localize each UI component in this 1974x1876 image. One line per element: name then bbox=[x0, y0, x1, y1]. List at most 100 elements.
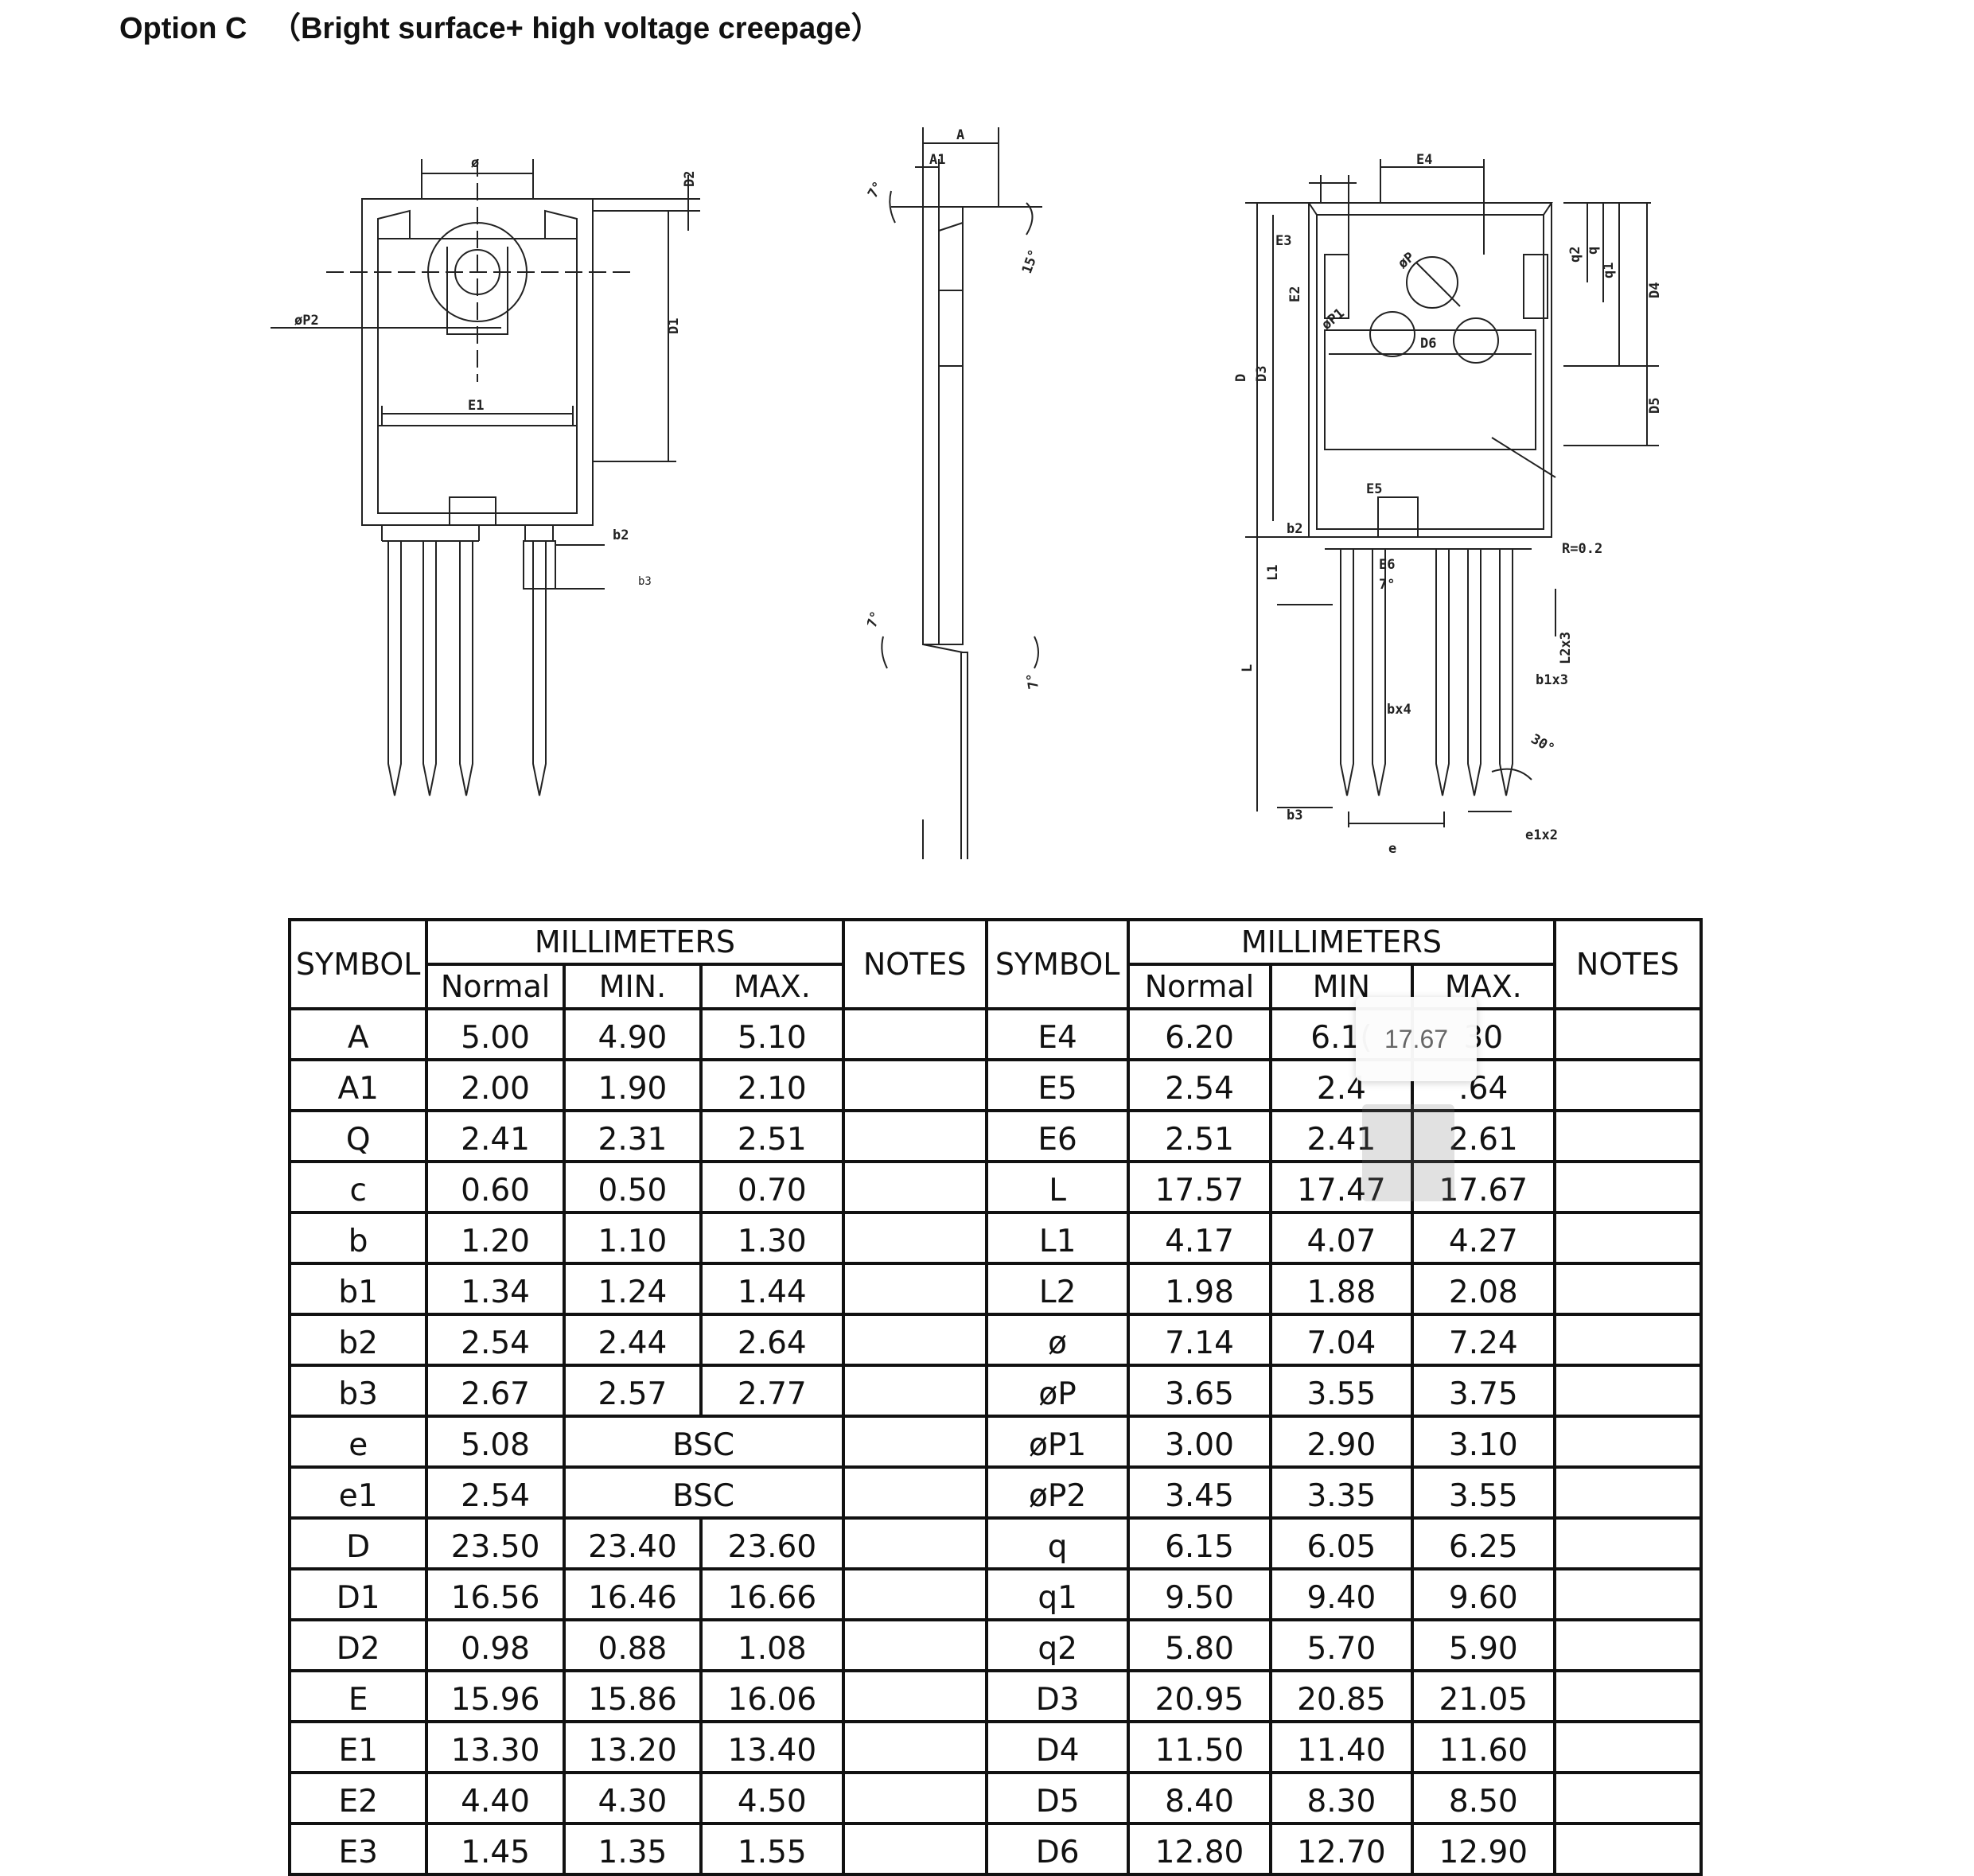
label-D2: D2 bbox=[682, 171, 698, 187]
cell-normal: 5.80 bbox=[1127, 1618, 1272, 1672]
cell-min: 9.40 bbox=[1268, 1567, 1415, 1621]
cell-max: 9.60 bbox=[1411, 1567, 1556, 1621]
cell-min: 1.35 bbox=[562, 1822, 703, 1876]
cell-notes bbox=[1552, 1007, 1703, 1061]
cell-normal: 11.50 bbox=[1127, 1720, 1272, 1774]
cell-normal: 3.45 bbox=[1127, 1465, 1272, 1520]
cell-symbol: b bbox=[287, 1211, 429, 1265]
front-view-drawing: ø øP2 E1 D1 D2 b2 b3 bbox=[271, 155, 700, 796]
cell-min: 4.07 bbox=[1268, 1211, 1415, 1265]
cell-symbol: D3 bbox=[984, 1669, 1131, 1723]
label-angle-30: 30° bbox=[1528, 731, 1558, 757]
cell-normal: 7.14 bbox=[1127, 1313, 1272, 1367]
cell-min: 20.85 bbox=[1268, 1669, 1415, 1723]
cell-normal: 2.41 bbox=[425, 1109, 566, 1163]
cell-notes bbox=[841, 1771, 988, 1825]
cell-min: 13.20 bbox=[562, 1720, 703, 1774]
label-E2: E2 bbox=[1287, 286, 1303, 302]
cell-max: 16.66 bbox=[699, 1567, 845, 1621]
cell-notes bbox=[1552, 1211, 1703, 1265]
cell-symbol: øP2 bbox=[984, 1465, 1131, 1520]
cell-symbol: E6 bbox=[984, 1109, 1131, 1163]
cell-max: 3.10 bbox=[1411, 1415, 1556, 1469]
cell-symbol: L bbox=[984, 1160, 1131, 1214]
cell-symbol: E2 bbox=[287, 1771, 429, 1825]
cell-min: 1.10 bbox=[562, 1211, 703, 1265]
cell-normal: 20.95 bbox=[1127, 1669, 1272, 1723]
cell-min: 2.44 bbox=[562, 1313, 703, 1367]
label-b3: b3 bbox=[1287, 808, 1302, 823]
label-A1: A1 bbox=[929, 152, 945, 168]
label-L1: L1 bbox=[1265, 565, 1281, 581]
cell-max: 1.08 bbox=[699, 1618, 845, 1672]
label-angle-mid: 7° bbox=[867, 609, 885, 630]
cell-notes bbox=[1552, 1516, 1703, 1570]
cell-notes bbox=[841, 1007, 988, 1061]
side-view-drawing: A A1 7° 15° 7° 7° Q C bbox=[867, 127, 1042, 859]
cell-symbol: ø bbox=[984, 1313, 1131, 1367]
cell-symbol: e1 bbox=[287, 1465, 429, 1520]
cell-normal: 2.00 bbox=[425, 1058, 566, 1112]
cell-normal: 1.20 bbox=[425, 1211, 566, 1265]
cell-max: 3.55 bbox=[1411, 1465, 1556, 1520]
cell-symbol: D2 bbox=[287, 1618, 429, 1672]
cell-min: 16.46 bbox=[562, 1567, 703, 1621]
cell-max: 1.44 bbox=[699, 1262, 845, 1316]
cell-min: 4.30 bbox=[562, 1771, 703, 1825]
label-D6: D6 bbox=[1420, 336, 1436, 352]
cell-notes bbox=[841, 1058, 988, 1112]
label-R: R=0.2 bbox=[1562, 541, 1602, 557]
label-E3: E3 bbox=[1275, 233, 1291, 249]
label-q1: q1 bbox=[1601, 263, 1617, 278]
cell-max: 8.50 bbox=[1411, 1771, 1556, 1825]
header-symbol-left: SYMBOL bbox=[287, 918, 429, 1010]
label-angle-7: 7° bbox=[1379, 577, 1395, 593]
cell-symbol: b3 bbox=[287, 1364, 429, 1418]
label-e: e bbox=[1388, 841, 1396, 857]
cell-max: 2.64 bbox=[699, 1313, 845, 1367]
cell-notes bbox=[1552, 1313, 1703, 1367]
cell-notes bbox=[841, 1618, 988, 1672]
label-phi: ø bbox=[471, 155, 479, 171]
cell-notes bbox=[1552, 1465, 1703, 1520]
cell-notes bbox=[841, 1415, 988, 1469]
cell-max: 7.24 bbox=[1411, 1313, 1556, 1367]
package-drawings: ø øP2 E1 D1 D2 b2 b3 bbox=[0, 80, 1974, 875]
cell-symbol: øP1 bbox=[984, 1415, 1131, 1469]
label-D3: D3 bbox=[1254, 366, 1270, 382]
label-D5: D5 bbox=[1647, 398, 1663, 414]
cell-min: 2.41 bbox=[1268, 1109, 1415, 1163]
cell-normal: 5.00 bbox=[425, 1007, 566, 1061]
header-millimeters-right: MILLIMETERS bbox=[1127, 918, 1556, 966]
header-notes-right: NOTES bbox=[1552, 918, 1703, 1010]
cell-symbol: e bbox=[287, 1415, 429, 1469]
cell-notes bbox=[1552, 1567, 1703, 1621]
cell-normal: 3.00 bbox=[1127, 1415, 1272, 1469]
cell-normal: 3.65 bbox=[1127, 1364, 1272, 1418]
cell-normal: 17.57 bbox=[1127, 1160, 1272, 1214]
header-symbol-right: SYMBOL bbox=[984, 918, 1131, 1010]
value-tooltip: 17.67 bbox=[1356, 997, 1477, 1081]
cell-max: 17.67 bbox=[1411, 1160, 1556, 1214]
cell-symbol: E1 bbox=[287, 1720, 429, 1774]
label-D: D bbox=[1233, 374, 1249, 382]
label-angle-15: 15° bbox=[1019, 247, 1042, 276]
label-b2: b2 bbox=[1287, 521, 1302, 537]
cell-bsc: BSC bbox=[562, 1415, 845, 1469]
cell-max: 2.10 bbox=[699, 1058, 845, 1112]
cell-normal: 8.40 bbox=[1127, 1771, 1272, 1825]
cell-notes bbox=[841, 1567, 988, 1621]
cell-max: 12.90 bbox=[1411, 1822, 1556, 1876]
cell-notes bbox=[1552, 1109, 1703, 1163]
text-selection-highlight bbox=[1362, 1104, 1454, 1201]
cell-normal: 9.50 bbox=[1127, 1567, 1272, 1621]
